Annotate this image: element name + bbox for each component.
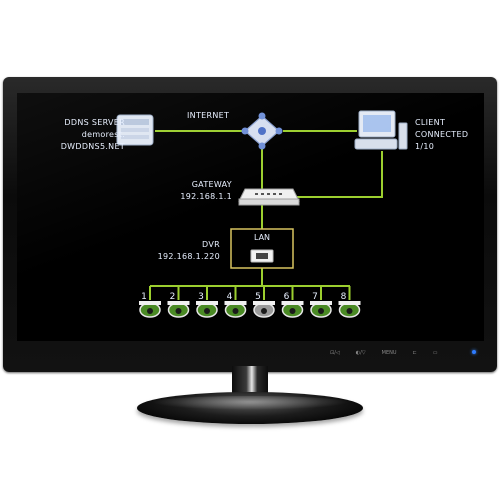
monitor-button-2[interactable]: ◐/▽ <box>355 350 366 356</box>
camera-number-2: 2 <box>170 292 176 302</box>
monitor-button-4[interactable]: ⊏ <box>412 350 417 356</box>
power-led-icon[interactable] <box>472 350 476 354</box>
camera-number-6: 6 <box>284 292 290 302</box>
gateway-ip: 192.168.1.1 <box>180 192 232 201</box>
camera-7-icon <box>310 301 332 318</box>
client-computer-icon <box>354 110 408 150</box>
camera-1-icon <box>139 301 161 318</box>
client-count: 1/10 <box>415 142 435 151</box>
camera-3-icon <box>196 301 218 318</box>
dvr-ip: 192.168.1.220 <box>157 252 220 261</box>
internet-globe-icon <box>241 112 283 150</box>
link-gateway-client <box>292 151 383 198</box>
camera-number-3: 3 <box>198 292 204 302</box>
monitor-button-1[interactable]: ⊡/◁ <box>330 350 340 356</box>
router-icon <box>238 188 300 206</box>
monitor-stand-base <box>137 392 363 424</box>
camera-number-8: 8 <box>341 292 347 302</box>
server-icon <box>116 114 154 146</box>
camera-drops <box>149 286 351 300</box>
gateway-label: GATEWAY <box>191 180 232 189</box>
client-title: CLIENT <box>415 118 446 127</box>
dvr-label: DVR <box>202 240 220 249</box>
camera-number-5: 5 <box>255 292 261 302</box>
internet-label: INTERNET <box>187 111 230 120</box>
ddns-domain: DWDDNS5.NET <box>60 142 125 151</box>
monitor-controls: ⊡/◁ ◐/▽ MENU ⊏ ▭ <box>330 348 437 358</box>
lan-box <box>230 228 294 269</box>
camera-number-1: 1 <box>141 292 147 302</box>
camera-number-7: 7 <box>312 292 318 302</box>
camera-2-icon <box>167 301 190 318</box>
monitor-button-5[interactable]: ▭ <box>432 350 438 356</box>
network-links <box>150 130 383 287</box>
ddns-server-title: DDNS SERVER <box>64 118 125 127</box>
lan-label: LAN <box>254 233 270 242</box>
monitor-button-menu[interactable]: MENU <box>381 350 397 356</box>
network-diagram: LAN 1 2 3 4 5 6 7 8 <box>116 110 408 318</box>
stand-highlight <box>150 396 350 410</box>
ddns-host: demorest. <box>81 130 125 139</box>
camera-5-icon <box>253 301 275 318</box>
camera-8-icon <box>338 301 361 318</box>
camera-row: 1 2 3 4 5 6 7 8 <box>139 292 361 318</box>
camera-number-4: 4 <box>227 292 233 302</box>
camera-6-icon <box>281 301 304 318</box>
client-status: CONNECTED <box>415 130 469 139</box>
camera-4-icon <box>224 301 247 318</box>
monitor-screen: LAN 1 2 3 4 5 6 7 8 DDNS SERVER demorest. DWDDN… <box>17 93 484 341</box>
